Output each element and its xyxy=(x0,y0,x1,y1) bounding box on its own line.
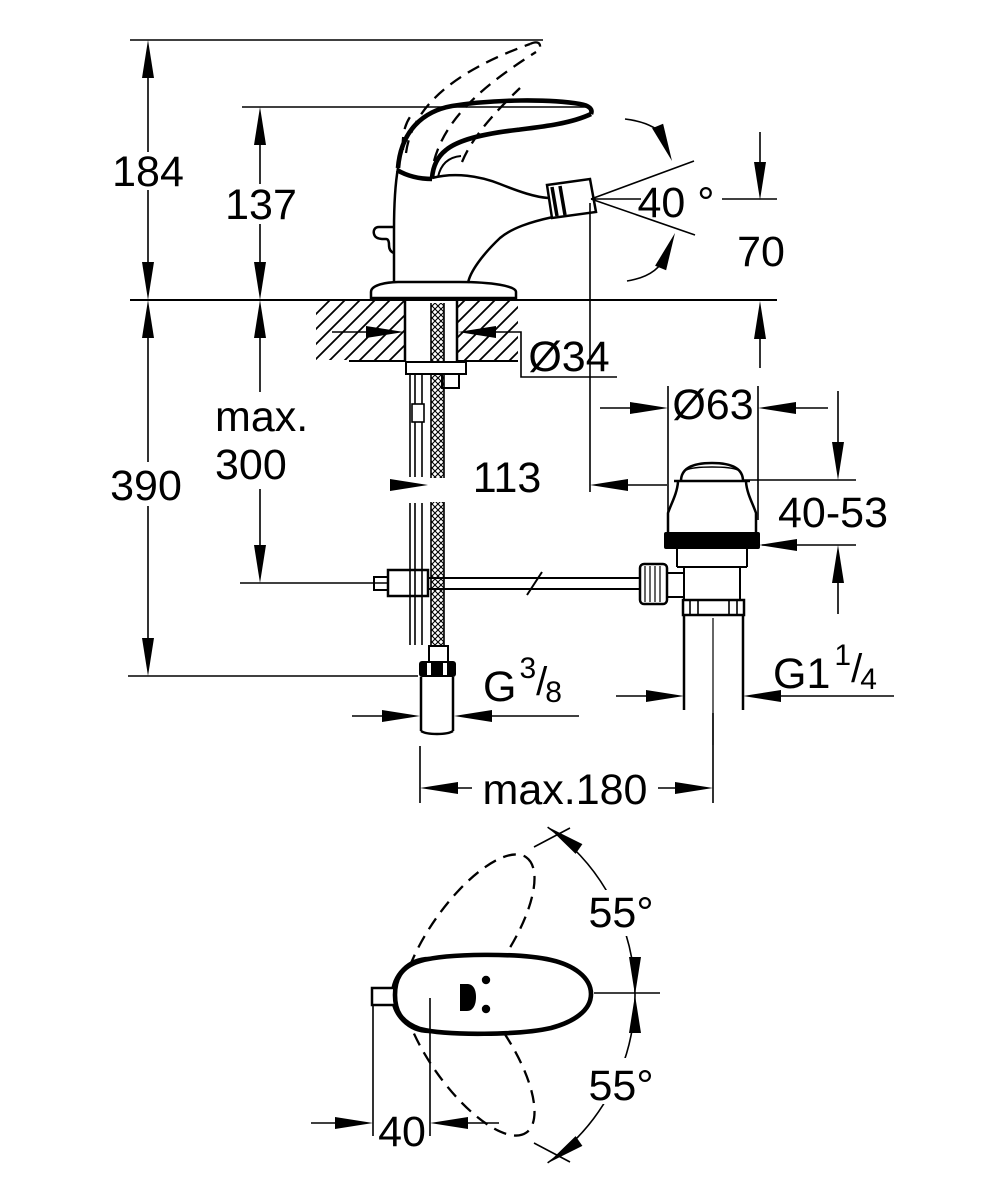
rod-break-mark xyxy=(526,571,543,596)
threaded-rod-edges xyxy=(430,303,445,645)
dim-spout-projection: 113 xyxy=(390,203,667,502)
tube-fitting xyxy=(411,403,425,423)
dim-deck-thickness: 40-53 xyxy=(743,391,888,614)
threaded-rod-upper xyxy=(431,303,444,478)
dim-max-depth-to-waste: max.180 xyxy=(419,713,714,814)
spout-joint-rings xyxy=(550,185,567,217)
pop-up-knob xyxy=(372,225,395,255)
waste-plug-rim xyxy=(685,466,739,471)
dim-overall-depth: 390 xyxy=(110,300,418,677)
label-mask xyxy=(579,1058,663,1104)
dim-deck-thickness-label: 40-53 xyxy=(778,489,888,537)
washer xyxy=(405,361,467,375)
dim-hole-diameter: Ø34 xyxy=(332,326,617,381)
hose-end-sleeve xyxy=(428,645,449,663)
mounting-nut xyxy=(441,373,460,389)
handle-under-edge xyxy=(429,111,592,179)
dim-swivel-up-label: 55° xyxy=(588,889,653,937)
dim-spout-projection-label: 113 xyxy=(473,454,542,502)
waste-plug-dome xyxy=(679,461,745,482)
label-mask xyxy=(579,890,663,936)
waste-flare xyxy=(666,481,758,532)
dim-swivel-down-label: 55° xyxy=(588,1062,653,1110)
base-plate xyxy=(369,280,518,300)
dim-spout-angle-label: 40 ° xyxy=(638,179,715,227)
dim-hose-length-label-2: 300 xyxy=(215,441,287,489)
hose-tubes xyxy=(409,374,423,645)
dim-hose-length: max. 300 xyxy=(215,300,388,584)
side-view: 184 137 40 ° 70 xyxy=(110,39,894,814)
handle-logo-mark xyxy=(460,984,476,1011)
waste-seal-ring xyxy=(664,532,760,549)
faucet-body xyxy=(369,41,598,300)
waste-body xyxy=(683,567,741,600)
union-ring xyxy=(681,598,746,617)
dim-hole-diameter-label: Ø34 xyxy=(528,333,609,381)
hose-nut-slit xyxy=(443,663,447,675)
knurled-knob xyxy=(638,562,669,606)
dim-spout-tip-height: 137 xyxy=(225,106,588,300)
drain-assembly xyxy=(638,461,760,745)
knurl-lines xyxy=(644,566,661,602)
dim-max-depth-label: max.180 xyxy=(483,766,648,814)
dim-spout-tip-height-label: 137 xyxy=(225,181,297,229)
dim-outlet-height: 70 xyxy=(737,132,785,368)
union-ticks xyxy=(689,600,738,615)
tailpipe xyxy=(682,615,745,710)
knob-arm xyxy=(667,572,684,598)
cartridge-dome xyxy=(437,155,462,178)
rod-lines xyxy=(428,577,640,590)
dim-hose-length-label-1: max. xyxy=(215,393,308,441)
body-left-edge xyxy=(392,167,400,283)
hose-nut-slit xyxy=(427,663,431,675)
handle-dot-top xyxy=(481,975,491,985)
dim-waste-diameter-label: Ø63 xyxy=(672,381,753,429)
threaded-rod-lower xyxy=(431,502,444,645)
shank-walls xyxy=(403,300,459,362)
dim-spout-angle: 40 ° xyxy=(590,118,777,282)
dim-rod-offset-label: 40 xyxy=(378,1108,426,1156)
dim-overall-depth-label: 390 xyxy=(110,462,182,510)
body-right-edge xyxy=(466,215,554,284)
dim-waste-diameter: Ø63 xyxy=(600,381,828,520)
dim-rod-offset: 40 xyxy=(311,998,499,1156)
hose-pipe xyxy=(419,677,455,736)
label-mask xyxy=(671,387,755,423)
dim-swivel-angle: 55° 55° xyxy=(533,826,663,1164)
dim-overall-height: 184 xyxy=(112,39,543,300)
handle-dot-bottom xyxy=(481,1004,491,1014)
handle-base-edge xyxy=(395,167,433,182)
hose-nut xyxy=(419,661,456,677)
bottom-view: 55° 55° 40 xyxy=(311,826,663,1164)
pop-up-rod xyxy=(373,568,640,598)
body-neck-curve xyxy=(431,173,549,200)
waste-upper-cylinder xyxy=(676,549,748,568)
mounting-shank xyxy=(403,300,467,736)
dim-overall-height-label: 184 xyxy=(112,148,184,196)
dim-outlet-height-label: 70 xyxy=(737,228,785,276)
handle-top-view xyxy=(392,952,594,1037)
